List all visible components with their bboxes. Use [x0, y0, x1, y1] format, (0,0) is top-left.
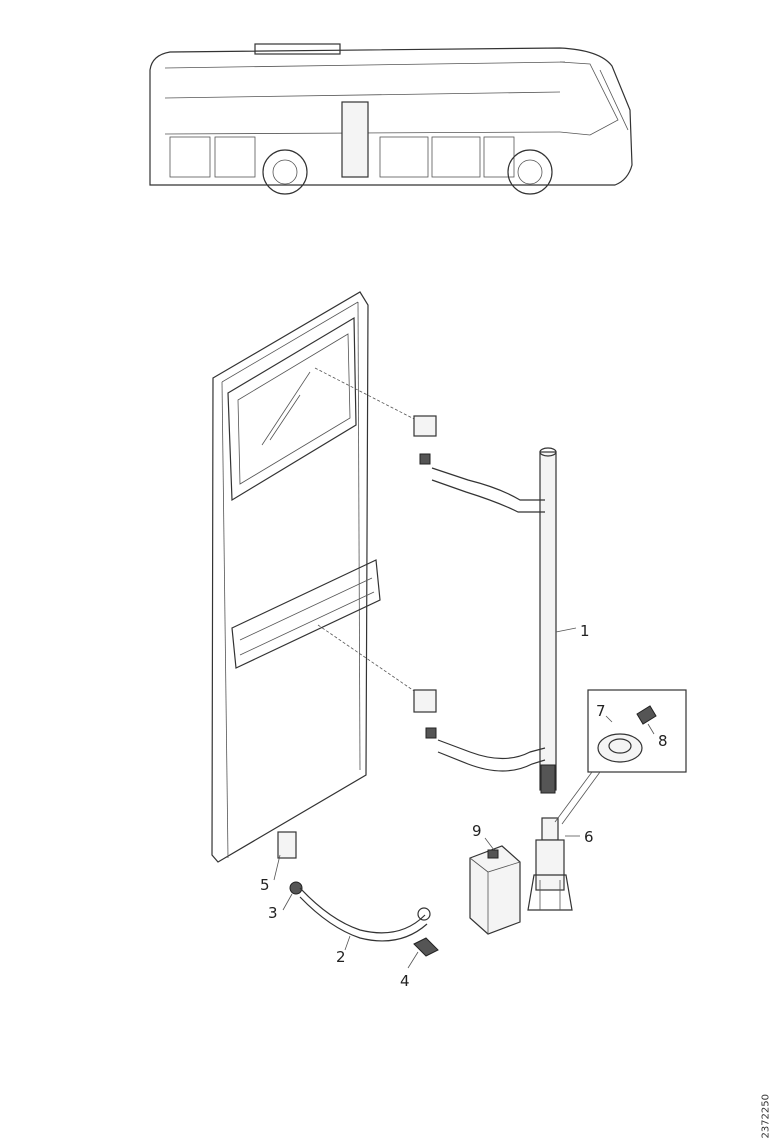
lower-linkage	[277, 831, 439, 957]
bus-front-wheel	[507, 149, 553, 195]
callout-7: 7	[596, 702, 606, 720]
bus-illustration	[149, 43, 633, 195]
door-handle-rail	[231, 559, 381, 669]
upper-hinge-bracket	[413, 415, 437, 465]
callout-2: 2	[336, 948, 346, 966]
door-window	[227, 316, 357, 502]
ball-joint-3	[289, 881, 303, 895]
callout-4: 4	[400, 972, 410, 990]
door-column	[431, 447, 557, 794]
clamp-ring-7	[597, 733, 643, 763]
callout-9: 9	[472, 822, 482, 840]
callout-1: 1	[580, 622, 590, 640]
callout-5: 5	[260, 876, 270, 894]
callout-3: 3	[268, 904, 278, 922]
callout-6: 6	[584, 828, 594, 846]
bus-door-highlight	[341, 101, 369, 178]
lower-bracket-5	[277, 831, 297, 859]
door-cylinder	[527, 817, 573, 911]
link-rod-2	[299, 887, 426, 934]
lower-hinge-bracket	[413, 689, 437, 739]
pivot-4	[413, 937, 439, 957]
bus-rear-wheel	[262, 149, 308, 195]
callout-8: 8	[658, 732, 668, 750]
parts-diagram: 1 2 3 4 5 6 7 8 9	[149, 43, 687, 990]
door-leaf	[211, 291, 381, 863]
detail-box	[554, 689, 687, 825]
control-unit	[469, 845, 521, 935]
part-number: 2372250	[761, 1094, 772, 1139]
screw-8	[636, 705, 657, 725]
